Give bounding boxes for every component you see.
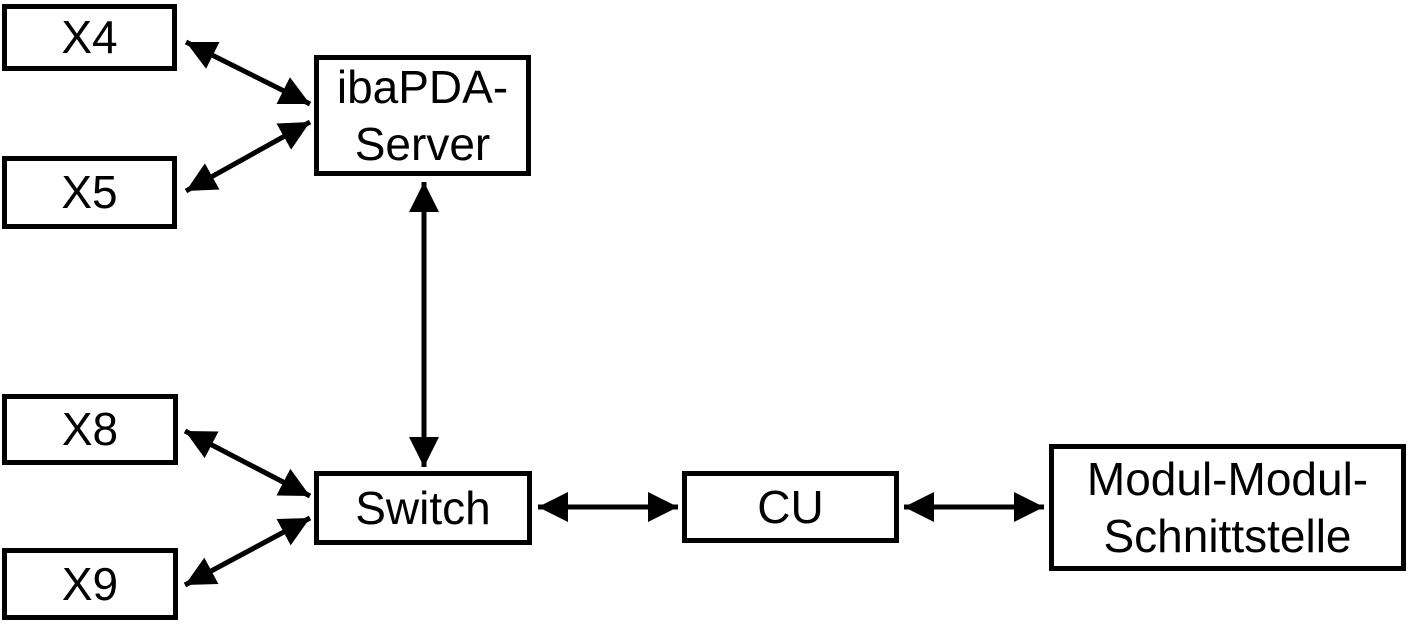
arrow-x4-ibapda-server	[184, 39, 312, 107]
node-modul-modul-schnittstelle: Modul-Modul- Schnittstelle	[1049, 444, 1406, 571]
node-x9-label: X9	[61, 557, 119, 610]
node-x4-label: X4	[61, 11, 118, 64]
node-switch-label: Switch	[355, 481, 491, 534]
node-x9: X9	[2, 548, 178, 620]
node-x5-label: X5	[61, 166, 118, 219]
node-cu-label: CU	[757, 480, 824, 533]
arrow-x8-switch	[183, 428, 312, 499]
node-x8: X8	[2, 394, 178, 465]
node-x4: X4	[2, 4, 177, 71]
node-x5: X5	[2, 156, 177, 229]
node-ibapda-server: ibaPDA- Server	[314, 55, 531, 176]
node-cu: CU	[682, 471, 899, 543]
node-x8-label: X8	[61, 403, 119, 456]
node-ibapda-server-label: ibaPDA- Server	[336, 61, 509, 170]
arrow-x5-ibapda-server	[184, 119, 312, 194]
node-switch: Switch	[314, 471, 532, 545]
node-modul-modul-schnittstelle-label: Modul-Modul- Schnittstelle	[1086, 453, 1369, 562]
arrow-x9-switch	[183, 515, 312, 588]
